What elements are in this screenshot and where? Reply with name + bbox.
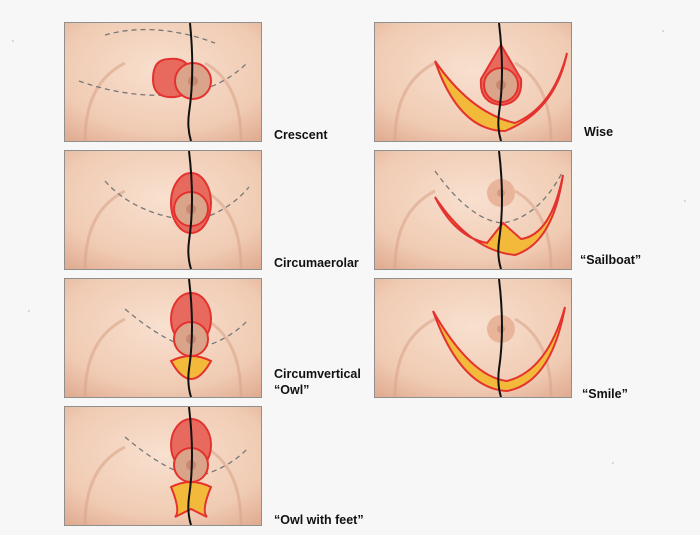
midline: [187, 279, 193, 397]
panel-circumvertical: [64, 278, 262, 398]
wise-illustration: [375, 23, 571, 141]
midline: [187, 407, 193, 525]
label-crescent: Crescent: [274, 128, 328, 142]
fat-crescent: [432, 306, 566, 393]
label-circumvertical: Circumvertical “Owl”: [274, 367, 361, 397]
label-circumaerolar: Circumaerolar: [274, 256, 359, 270]
label-smile: “Smile”: [582, 387, 628, 401]
label-sailboat: “Sailboat”: [580, 253, 642, 267]
panel-sailboat: [374, 150, 572, 270]
background-speck: [12, 40, 14, 42]
panel-wise: [374, 22, 572, 142]
crescent-illustration: [65, 23, 261, 141]
background-speck: [28, 310, 30, 312]
fat-crescent: [434, 174, 564, 257]
midline: [187, 23, 194, 141]
background-speck: [612, 462, 614, 464]
background-speck: [662, 30, 664, 32]
midline: [497, 23, 503, 141]
label-wise: Wise: [584, 125, 614, 139]
fat-wedge: [169, 355, 213, 380]
smile-illustration: [375, 279, 571, 397]
panel-crescent: [64, 22, 262, 142]
panel-smile: [374, 278, 572, 398]
midline: [497, 279, 503, 397]
panel-owl-with-feet: [64, 406, 262, 526]
fat-crescent: [434, 52, 568, 133]
circumvertical-illustration: [65, 279, 261, 397]
circumaerolar-illustration: [65, 151, 261, 269]
sailboat-illustration: [375, 151, 571, 269]
owl-with-feet-illustration: [65, 407, 261, 525]
inframammary-dashed-line: [78, 62, 248, 96]
label-owl-with-feet: “Owl with feet”: [274, 513, 364, 527]
midline: [187, 151, 193, 269]
panel-circumaerolar: [64, 150, 262, 270]
midline: [497, 151, 503, 269]
background-speck: [684, 200, 686, 202]
